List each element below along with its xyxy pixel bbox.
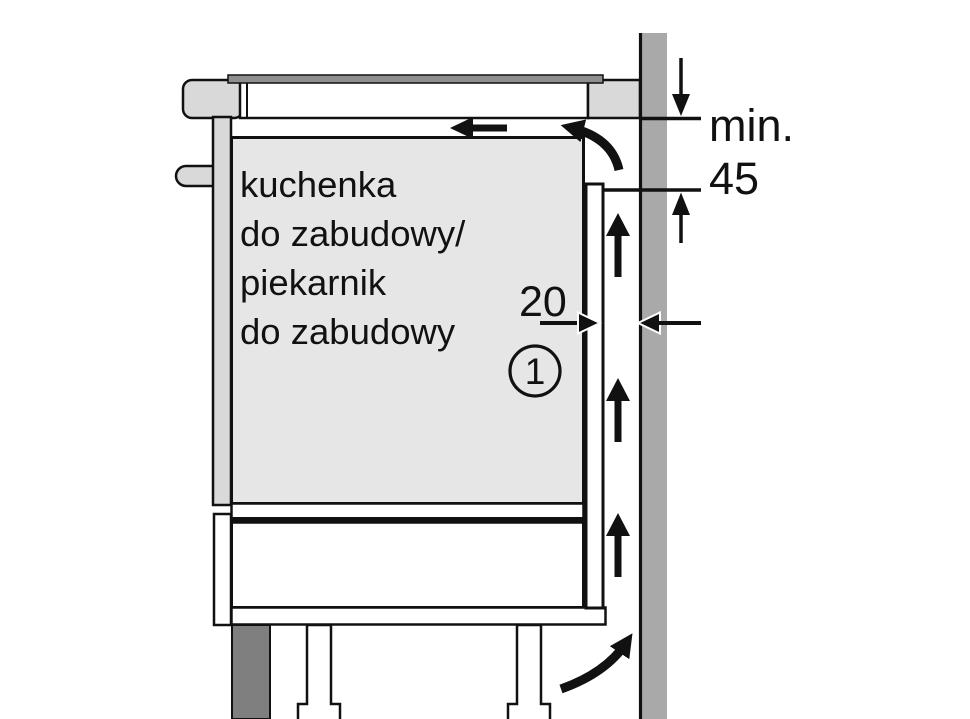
min-clearance-value: 45 [709, 153, 759, 204]
airflow-up-arrow-icon [606, 213, 630, 277]
lower-front-panel [212, 512, 233, 627]
callout-circle [508, 344, 562, 398]
dimension-down-arrow-icon [672, 58, 690, 116]
oven-door [211, 115, 233, 507]
rear-gap-value: 20 [519, 278, 567, 326]
cabinet-label-line3: piekarnik [240, 262, 387, 303]
cabinet-label-line2: do zabudowy/ [240, 213, 466, 254]
wall [638, 33, 667, 719]
worktop-left-edge [181, 78, 245, 120]
worktop [238, 80, 590, 120]
worktop-right-edge [586, 78, 642, 120]
min-label: min. [709, 100, 794, 151]
rear-panel [584, 182, 605, 610]
airflow-up-arrow-icon [606, 378, 630, 442]
hob-surface [227, 74, 604, 84]
drawer-compartment [230, 517, 585, 609]
cabinet-label-line1: kuchenka [240, 164, 397, 205]
min-clearance-dimension [604, 58, 701, 243]
plinth-panel [231, 624, 271, 719]
dimension-up-arrow-icon [672, 192, 690, 243]
cabinet-bottom-board [230, 606, 607, 626]
wall-fill [641, 33, 667, 719]
right-foot [506, 623, 552, 719]
rear-gap-dimension [540, 310, 701, 336]
callout-number: 1 [525, 351, 546, 392]
airflow-up-arrow-icon [606, 513, 630, 577]
dimension-right-arrow-icon [577, 310, 603, 336]
airflow-curved-arrow-bottom-icon [559, 633, 633, 694]
airflow-curved-arrow-top-icon [560, 119, 624, 172]
airflow-up-arrows [606, 213, 630, 577]
left-foot [296, 623, 342, 719]
cabinet-label-line4: do zabudowy [240, 311, 456, 352]
under-oven-shelf [230, 502, 585, 520]
airflow-out-arrow-icon [450, 117, 507, 139]
